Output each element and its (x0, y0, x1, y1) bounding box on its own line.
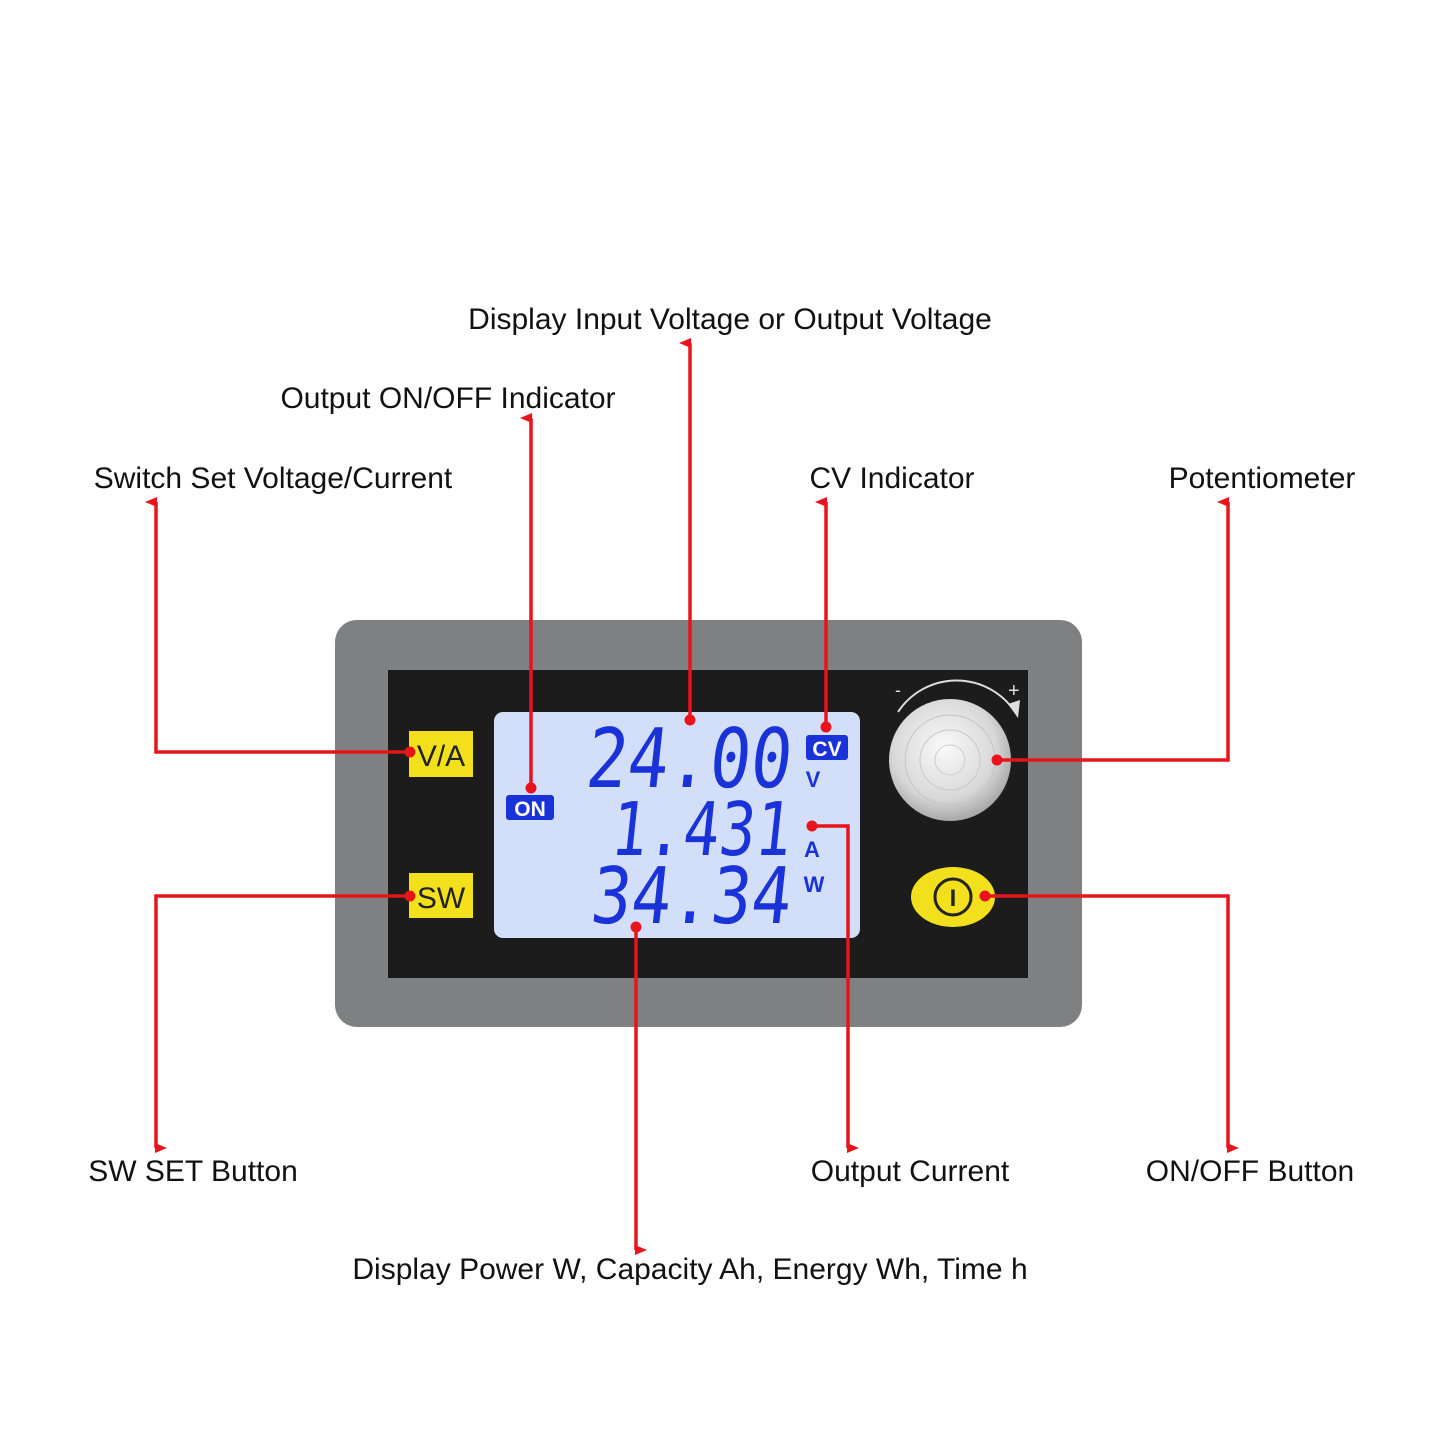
label-output-current: Output Current (811, 1155, 1010, 1188)
knob-plus: + (1008, 680, 1020, 702)
cv-indicator: CV (806, 735, 848, 761)
label-potentiometer: Potentiometer (1169, 462, 1356, 495)
lcd-screen (494, 712, 860, 938)
dot-power (630, 921, 642, 933)
label-display-voltage: Display Input Voltage or Output Voltage (468, 303, 992, 336)
on-indicator: ON (506, 795, 554, 821)
label-sw-set-button: SW SET Button (88, 1155, 298, 1188)
va-button-label: V/A (417, 740, 465, 773)
rotate-arrow-icon (1008, 700, 1020, 718)
current-unit: A (804, 837, 820, 862)
power-icon (933, 877, 973, 917)
label-on-off-button: ON/OFF Button (1146, 1155, 1354, 1188)
on-badge-text: ON (514, 798, 546, 821)
power-readout: 34.34 (587, 851, 797, 942)
current-readout: 1.431 (607, 787, 796, 873)
dot-on (525, 782, 537, 794)
arrow-output-current (812, 824, 859, 1153)
label-cv-indicator: CV Indicator (809, 462, 974, 495)
dot-current (806, 820, 818, 832)
voltage-readout: 24.00 (582, 712, 797, 807)
dot-onoff (979, 890, 991, 902)
power-symbol: I (950, 885, 957, 912)
on-off-button[interactable]: I (911, 867, 995, 927)
dot-cv (820, 721, 832, 733)
voltage-unit: V (806, 767, 821, 792)
dot-va (404, 746, 416, 758)
potentiometer-knob[interactable]: - + (889, 679, 1020, 821)
knob-minus: - (895, 680, 901, 700)
sw-button-label: SW (417, 882, 466, 915)
cv-badge-text: CV (812, 738, 841, 761)
va-button[interactable]: V/A (409, 731, 473, 777)
callouts (145, 338, 1239, 1255)
arrow-switch-set (145, 497, 410, 754)
dot-pot (991, 754, 1003, 766)
dot-voltage (684, 714, 696, 726)
power-unit: W (804, 872, 825, 897)
device: V/A SW ON CV 24.00 V 1.431 A 34.34 W - + (335, 620, 1082, 1027)
arrow-potentiometer (997, 497, 1230, 762)
arrow-sw-set (154, 894, 410, 1153)
label-on-off-indicator: Output ON/OFF Indicator (280, 382, 615, 415)
label-switch-set: Switch Set Voltage/Current (94, 462, 453, 495)
arrow-on-off-button (985, 894, 1239, 1153)
sw-button[interactable]: SW (409, 873, 473, 918)
label-display-power: Display Power W, Capacity Ah, Energy Wh,… (352, 1253, 1027, 1286)
dot-sw (404, 890, 416, 902)
